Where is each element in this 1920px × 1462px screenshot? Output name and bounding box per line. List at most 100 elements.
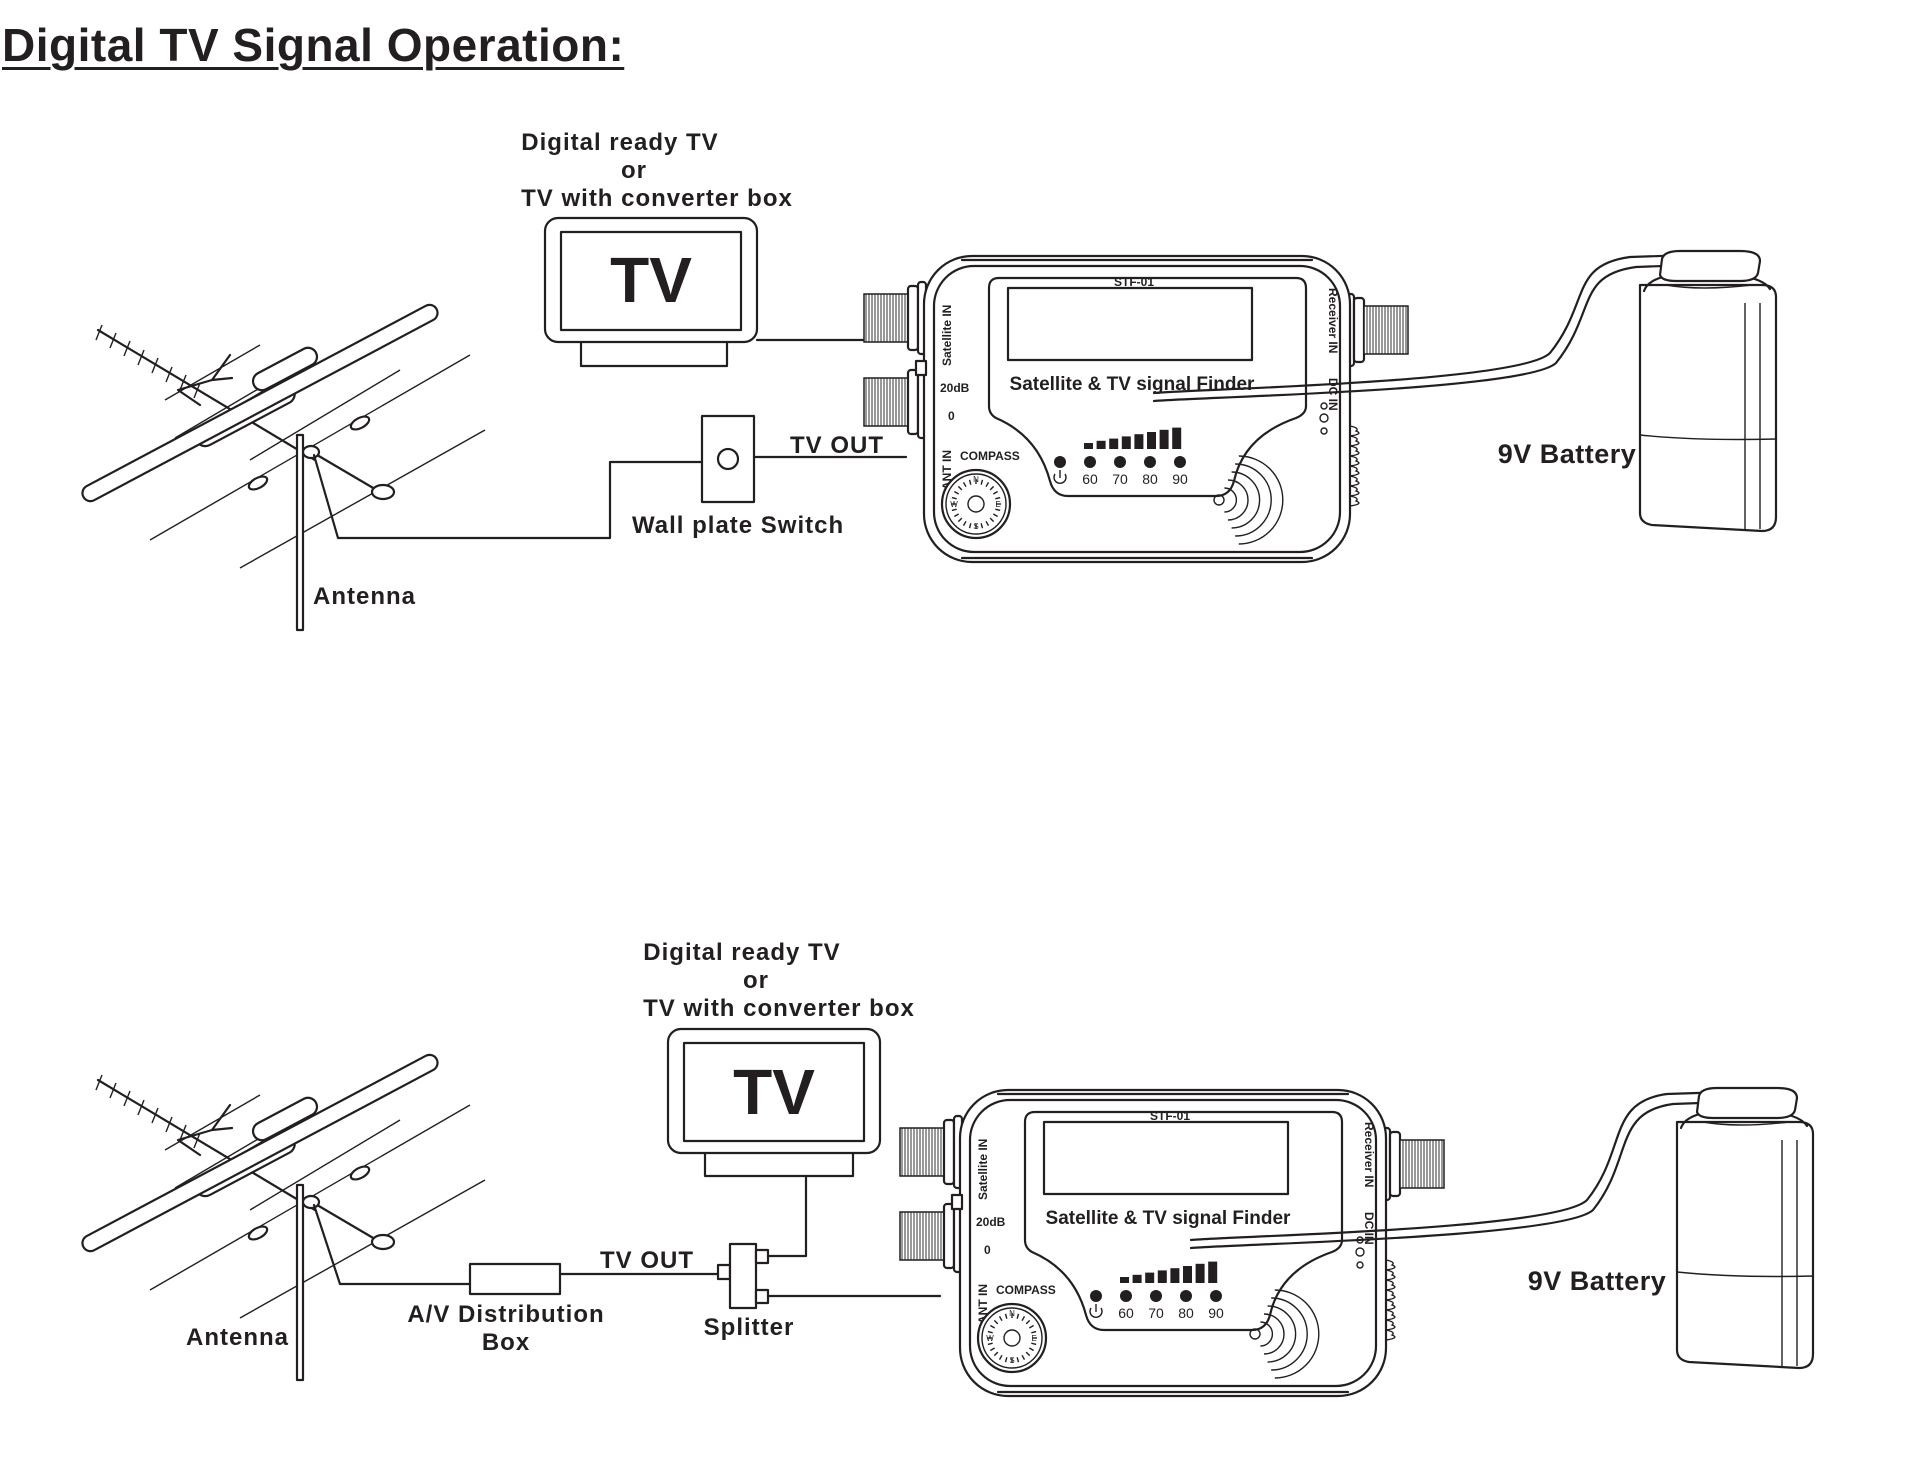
signal-bar — [1172, 427, 1182, 449]
receiver-in-connector[interactable] — [1380, 1126, 1445, 1202]
tv-screen-text: TV — [733, 1056, 815, 1128]
antenna-cable — [312, 1203, 472, 1286]
buzzer-icon — [1249, 1289, 1320, 1379]
battery-9v — [1152, 249, 1778, 533]
satellite-in-label: Satellite IN — [940, 305, 954, 366]
gain-dial[interactable] — [1385, 1259, 1396, 1341]
signal-bar — [1195, 1263, 1205, 1283]
signal-bar — [1157, 1270, 1167, 1283]
tv-screen-text: TV — [610, 244, 692, 316]
tv-caption-line-3: TV with converter box — [643, 995, 915, 1022]
page-title: Digital TV Signal Operation: — [2, 19, 625, 71]
device-body — [922, 254, 1352, 564]
splitter — [716, 1242, 770, 1310]
diagram-distribution-box-setup: Antenna A/V Distribution Box TV OUT Spli… — [81, 939, 1815, 1398]
ant-in-connector[interactable] — [863, 364, 928, 440]
model-label: STF-01 — [1150, 1109, 1190, 1123]
signal-bar — [1183, 1266, 1192, 1283]
power-icon — [1053, 470, 1067, 484]
device-name-label: Satellite & TV signal Finder — [1010, 374, 1256, 395]
signal-strength-bars — [1120, 1261, 1218, 1283]
av-distribution-box — [468, 1262, 562, 1296]
battery-label: 9V Battery — [1498, 439, 1637, 469]
signal-bar — [1159, 429, 1169, 449]
led-scale-label: 60 — [1082, 471, 1098, 487]
battery-cable — [1152, 253, 1692, 403]
signal-bar — [1120, 1277, 1129, 1283]
led-scale-label: 60 — [1118, 1305, 1134, 1321]
diagram-wall-plate-setup: Antenna Wall plate Switch TV OUT Digital… — [81, 129, 1778, 632]
tv-caption-line-1: Digital ready TV — [521, 129, 718, 156]
compass-label: COMPASS — [996, 1283, 1056, 1297]
led-scale-label: 90 — [1172, 471, 1188, 487]
lcd-screen — [1006, 286, 1254, 362]
signal-bar — [1132, 1274, 1142, 1283]
dc-in-label: DC IN — [1326, 378, 1340, 411]
tv-caption: Digital ready TV or TV with converter bo… — [521, 129, 792, 212]
compass-label: COMPASS — [960, 449, 1020, 463]
led-scale-label: 80 — [1178, 1305, 1194, 1321]
battery-body — [1675, 1108, 1815, 1370]
av-distribution-box-label-line-1: A/V Distribution — [407, 1301, 604, 1328]
antenna-label: Antenna — [186, 1324, 289, 1351]
receiver-in-label: Receiver IN — [1326, 288, 1340, 353]
ant-in-connector[interactable] — [899, 1198, 964, 1274]
antenna-label: Antenna — [313, 583, 416, 610]
battery-cable — [1189, 1090, 1729, 1250]
dc-polarity-icon — [1319, 402, 1329, 435]
wall-plate-switch — [700, 414, 756, 504]
tv-illustration: TV — [666, 1027, 882, 1178]
battery-snap-connector — [1658, 249, 1762, 289]
battery-snap-connector — [1695, 1086, 1799, 1126]
attenuator-20db-label: 20dB — [940, 381, 970, 395]
antenna-illustration — [81, 303, 486, 632]
dc-in-label: DC IN — [1362, 1212, 1376, 1245]
level-led — [1210, 1290, 1222, 1302]
antenna-illustration — [81, 1053, 486, 1382]
splitter-label: Splitter — [704, 1314, 795, 1341]
tv-illustration: TV — [543, 216, 759, 368]
satellite-in-connector[interactable] — [899, 1114, 964, 1190]
satellite-in-connector[interactable] — [863, 280, 928, 356]
model-label: STF-01 — [1114, 275, 1154, 289]
led-scale-label: 90 — [1208, 1305, 1224, 1321]
level-led — [1120, 1290, 1132, 1302]
signal-bar — [1121, 436, 1131, 449]
battery-body — [1638, 271, 1778, 533]
av-distribution-box-label-line-2: Box — [482, 1329, 530, 1356]
attenuator-20db-label: 20dB — [976, 1215, 1006, 1229]
level-led — [1114, 456, 1126, 468]
gain-dial[interactable] — [1349, 425, 1360, 507]
device-name-label: Satellite & TV signal Finder — [1046, 1208, 1292, 1229]
attenuator-0-label: 0 — [984, 1243, 991, 1257]
signal-bar — [1096, 440, 1106, 449]
led-scale-label: 80 — [1142, 471, 1158, 487]
tv-caption-line-2: or — [743, 967, 769, 994]
tv-caption: Digital ready TV or TV with converter bo… — [643, 939, 915, 1022]
led-scale-label: 70 — [1112, 471, 1128, 487]
antenna-cable — [312, 453, 704, 540]
receiver-in-connector[interactable] — [1344, 292, 1409, 368]
tv-out-label: TV OUT — [600, 1247, 694, 1274]
attenuator-0-label: 0 — [948, 409, 955, 423]
signal-bar — [1109, 438, 1119, 449]
tv-caption-line-2: or — [621, 157, 647, 184]
level-led — [1150, 1290, 1162, 1302]
signal-bar — [1170, 1268, 1180, 1283]
level-led — [1174, 456, 1186, 468]
battery-label: 9V Battery — [1528, 1266, 1667, 1296]
wall-plate-switch-label: Wall plate Switch — [632, 512, 844, 539]
power-led — [1054, 456, 1066, 468]
receiver-in-label: Receiver IN — [1362, 1122, 1376, 1187]
power-led — [1090, 1290, 1102, 1302]
signal-bar — [1084, 443, 1093, 449]
level-led — [1084, 456, 1096, 468]
signal-strength-bars — [1084, 427, 1182, 449]
tv-caption-line-1: Digital ready TV — [643, 939, 840, 966]
signal-bar — [1208, 1261, 1218, 1283]
satellite-in-label: Satellite IN — [976, 1139, 990, 1200]
signal-bar — [1147, 432, 1156, 449]
